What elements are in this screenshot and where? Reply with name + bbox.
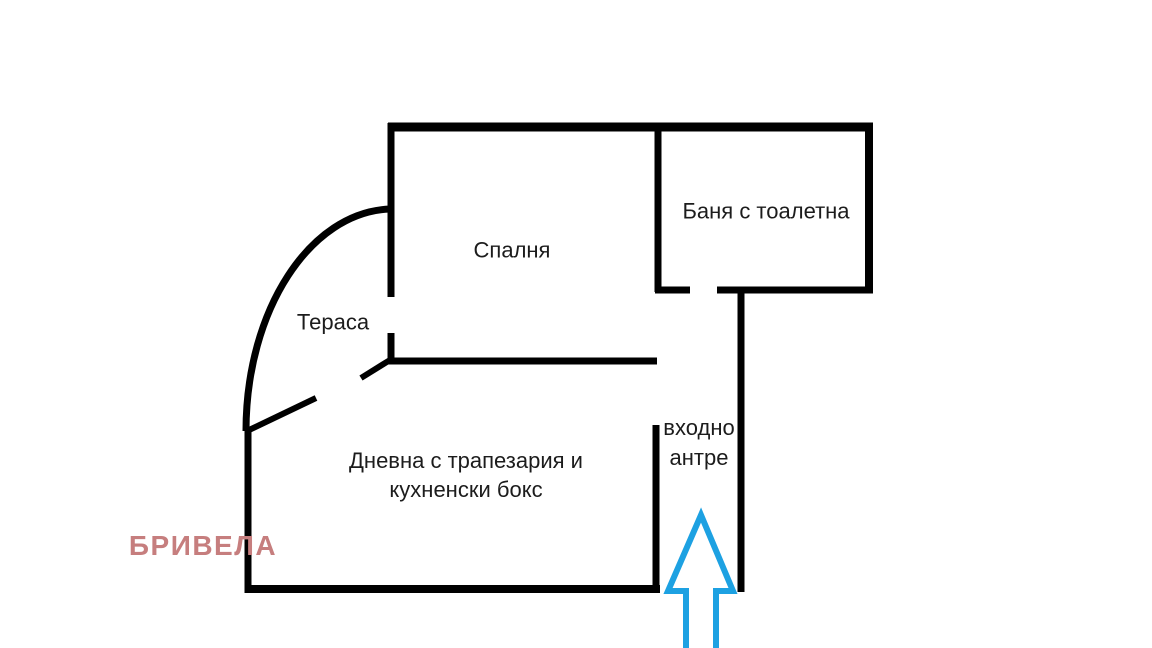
bedroom-label: Спалня <box>473 237 551 263</box>
terrace-door-swing-upper <box>359 357 392 381</box>
entrance-hall-label: входно антре <box>663 413 734 473</box>
living-room-label: Дневна с трапезария и кухненски бокс <box>349 446 583 504</box>
terrace-curve <box>242 205 391 432</box>
living-room-label-line1: Дневна с трапезария и <box>349 448 583 473</box>
terrace-door-swing-lower <box>245 395 318 434</box>
entrance-arrow-icon <box>663 507 738 648</box>
watermark: БРИВЕЛА <box>128 530 278 561</box>
living-room-label-line2: кухненски бокс <box>389 477 543 502</box>
bathroom-label: Баня с тоалетна <box>682 198 850 224</box>
entrance-hall-label-line2: антре <box>669 445 729 470</box>
entrance-hall-label-line1: входно <box>663 415 735 440</box>
terrace-label: Тераса <box>296 309 370 335</box>
